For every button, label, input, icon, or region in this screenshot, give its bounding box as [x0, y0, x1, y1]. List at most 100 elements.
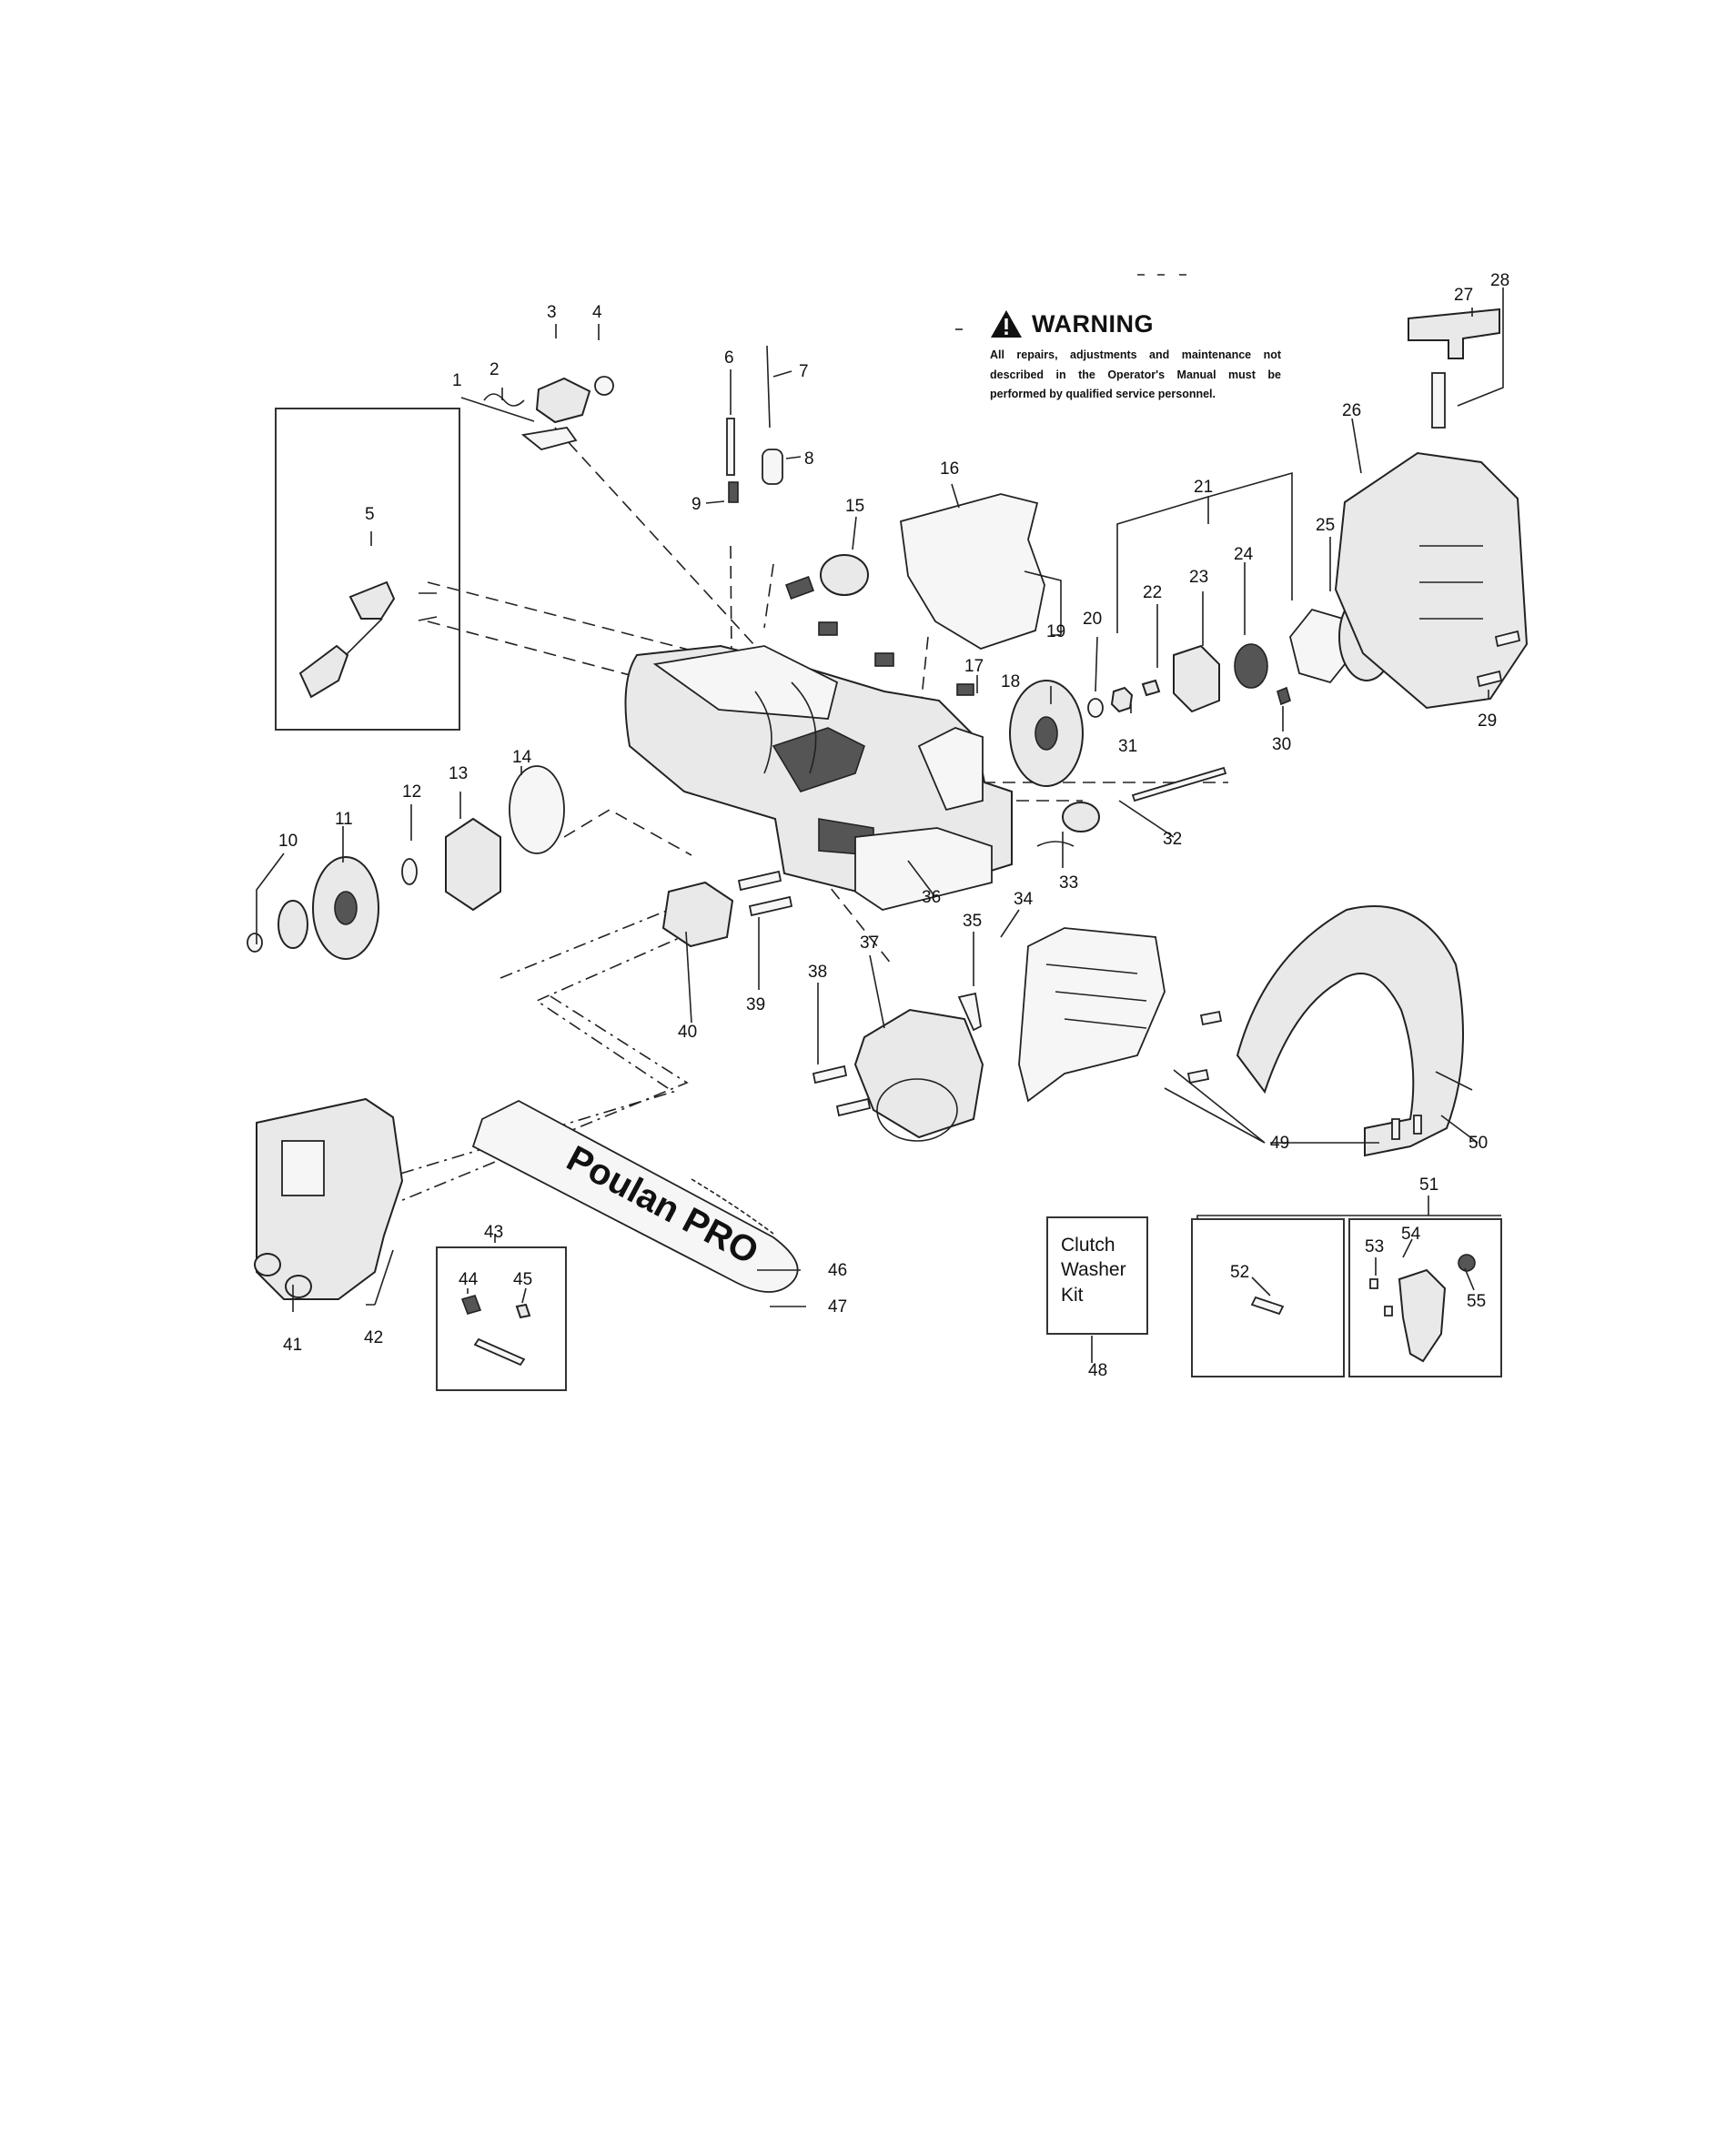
callout-25: 25 — [1316, 516, 1335, 535]
callout-numbers: 1 2 3 4 5 6 7 8 9 10 11 12 13 14 15 16 1… — [278, 271, 1509, 1380]
callout-15: 15 — [845, 497, 864, 516]
callout-23: 23 — [1189, 568, 1208, 587]
callout-13: 13 — [449, 764, 468, 783]
part-10-washer — [278, 900, 308, 949]
part-10-clip — [247, 933, 263, 953]
part-54-pump — [1398, 1268, 1447, 1363]
callout-7: 7 — [799, 362, 809, 381]
callout-16: 16 — [940, 459, 959, 479]
callout-31: 31 — [1118, 737, 1137, 756]
part-49-screw-d — [1413, 1115, 1422, 1135]
callout-26: 26 — [1342, 401, 1361, 420]
callout-32: 32 — [1163, 830, 1182, 849]
callout-1: 1 — [452, 371, 462, 390]
part-40-guide-plate — [661, 881, 734, 948]
callout-35: 35 — [963, 912, 982, 931]
warning-title: WARNING — [1032, 309, 1154, 338]
callout-46: 46 — [828, 1261, 847, 1280]
callout-18: 18 — [1001, 672, 1020, 691]
callout-10: 10 — [278, 832, 298, 851]
part-49-screw-c — [1391, 1118, 1400, 1140]
part-44-block — [460, 1295, 482, 1315]
callout-54: 54 — [1401, 1225, 1421, 1244]
part-41-nut-a — [254, 1253, 281, 1276]
kit-line-2: Washer — [1061, 1259, 1126, 1281]
warning-triangle-icon — [991, 310, 1022, 338]
callout-9: 9 — [691, 495, 701, 514]
part-33-oil-pump — [1062, 802, 1100, 832]
part-29-screw-a — [1494, 630, 1521, 648]
part-37-brake — [853, 1008, 984, 1139]
part-45-nut — [515, 1303, 531, 1319]
part-15-carb — [820, 554, 869, 596]
callout-17: 17 — [964, 657, 984, 676]
warning-heading: WARNING — [990, 309, 1281, 338]
callout-19: 19 — [1046, 622, 1065, 641]
callout-38: 38 — [808, 963, 827, 982]
part-5-box — [275, 408, 460, 731]
callout-3: 3 — [547, 303, 557, 322]
callout-55: 55 — [1467, 1292, 1486, 1311]
callout-27: 27 — [1454, 286, 1473, 305]
callout-14: 14 — [512, 748, 532, 767]
part-6-pin — [726, 418, 735, 476]
part-48-kit-box: Clutch Washer Kit — [1046, 1216, 1148, 1335]
part-46-guide-bar — [471, 1099, 799, 1293]
part-51-box-right — [1348, 1218, 1502, 1377]
part-17-gasket-b — [818, 621, 838, 636]
part-35-pin — [957, 992, 982, 1032]
part-27-rope-grip — [1431, 372, 1446, 429]
part-22-screw — [1141, 679, 1161, 697]
part-38-screw-b — [835, 1097, 872, 1117]
callout-30: 30 — [1272, 735, 1291, 754]
part-5-linkage — [298, 580, 438, 699]
part-24-spring — [1234, 643, 1268, 689]
part-49-screw-b — [1186, 1068, 1210, 1085]
part-17-gasket-c — [874, 652, 894, 667]
callout-37: 37 — [860, 933, 879, 953]
part-42-window — [281, 1140, 325, 1196]
warning-block: WARNING All repairs, adjustments and mai… — [990, 309, 1281, 405]
callout-28: 28 — [1490, 271, 1509, 290]
part-19-shield — [900, 493, 1045, 650]
part-39-stud-b — [748, 895, 793, 917]
part-11-hub — [334, 891, 358, 925]
callout-42: 42 — [364, 1328, 383, 1347]
part-34-hand-guard — [1018, 927, 1166, 1103]
callout-29: 29 — [1478, 711, 1497, 731]
part-53-screw-a — [1369, 1278, 1378, 1289]
callout-53: 53 — [1365, 1237, 1384, 1256]
part-14-plate — [509, 765, 565, 854]
leader-lines — [256, 288, 1504, 1363]
callout-41: 41 — [283, 1336, 302, 1355]
callout-40: 40 — [678, 1023, 697, 1042]
callout-2: 2 — [490, 360, 500, 379]
part-12-washer — [401, 858, 418, 885]
callout-12: 12 — [402, 782, 421, 802]
callout-5: 5 — [365, 505, 375, 524]
part-51-box-left — [1191, 1218, 1345, 1377]
callout-22: 22 — [1143, 583, 1162, 602]
callout-48: 48 — [1088, 1361, 1107, 1380]
callout-34: 34 — [1014, 890, 1034, 909]
part-27-starter-handle — [1408, 308, 1500, 359]
part-1-lever — [520, 427, 578, 450]
callout-44: 44 — [459, 1270, 479, 1289]
callout-11: 11 — [335, 810, 353, 829]
part-47-chain — [691, 1178, 774, 1235]
callout-45: 45 — [513, 1270, 532, 1289]
part-17-gasket-a — [785, 576, 814, 600]
part-7-line — [766, 345, 771, 429]
part-36-engine-housing — [624, 644, 1013, 911]
part-43-screw — [473, 1337, 526, 1367]
kit-line-1: Clutch — [1061, 1235, 1115, 1256]
part-38-screw-a — [812, 1064, 848, 1085]
part-52-fitting — [1250, 1296, 1285, 1316]
callout-24: 24 — [1234, 545, 1254, 564]
callout-8: 8 — [804, 449, 814, 469]
part-4-knob — [594, 376, 614, 396]
part-3-switch — [535, 377, 591, 424]
part-55-seal — [1458, 1254, 1476, 1272]
callout-36: 36 — [922, 888, 941, 907]
part-50-front-handle — [1236, 905, 1464, 1157]
